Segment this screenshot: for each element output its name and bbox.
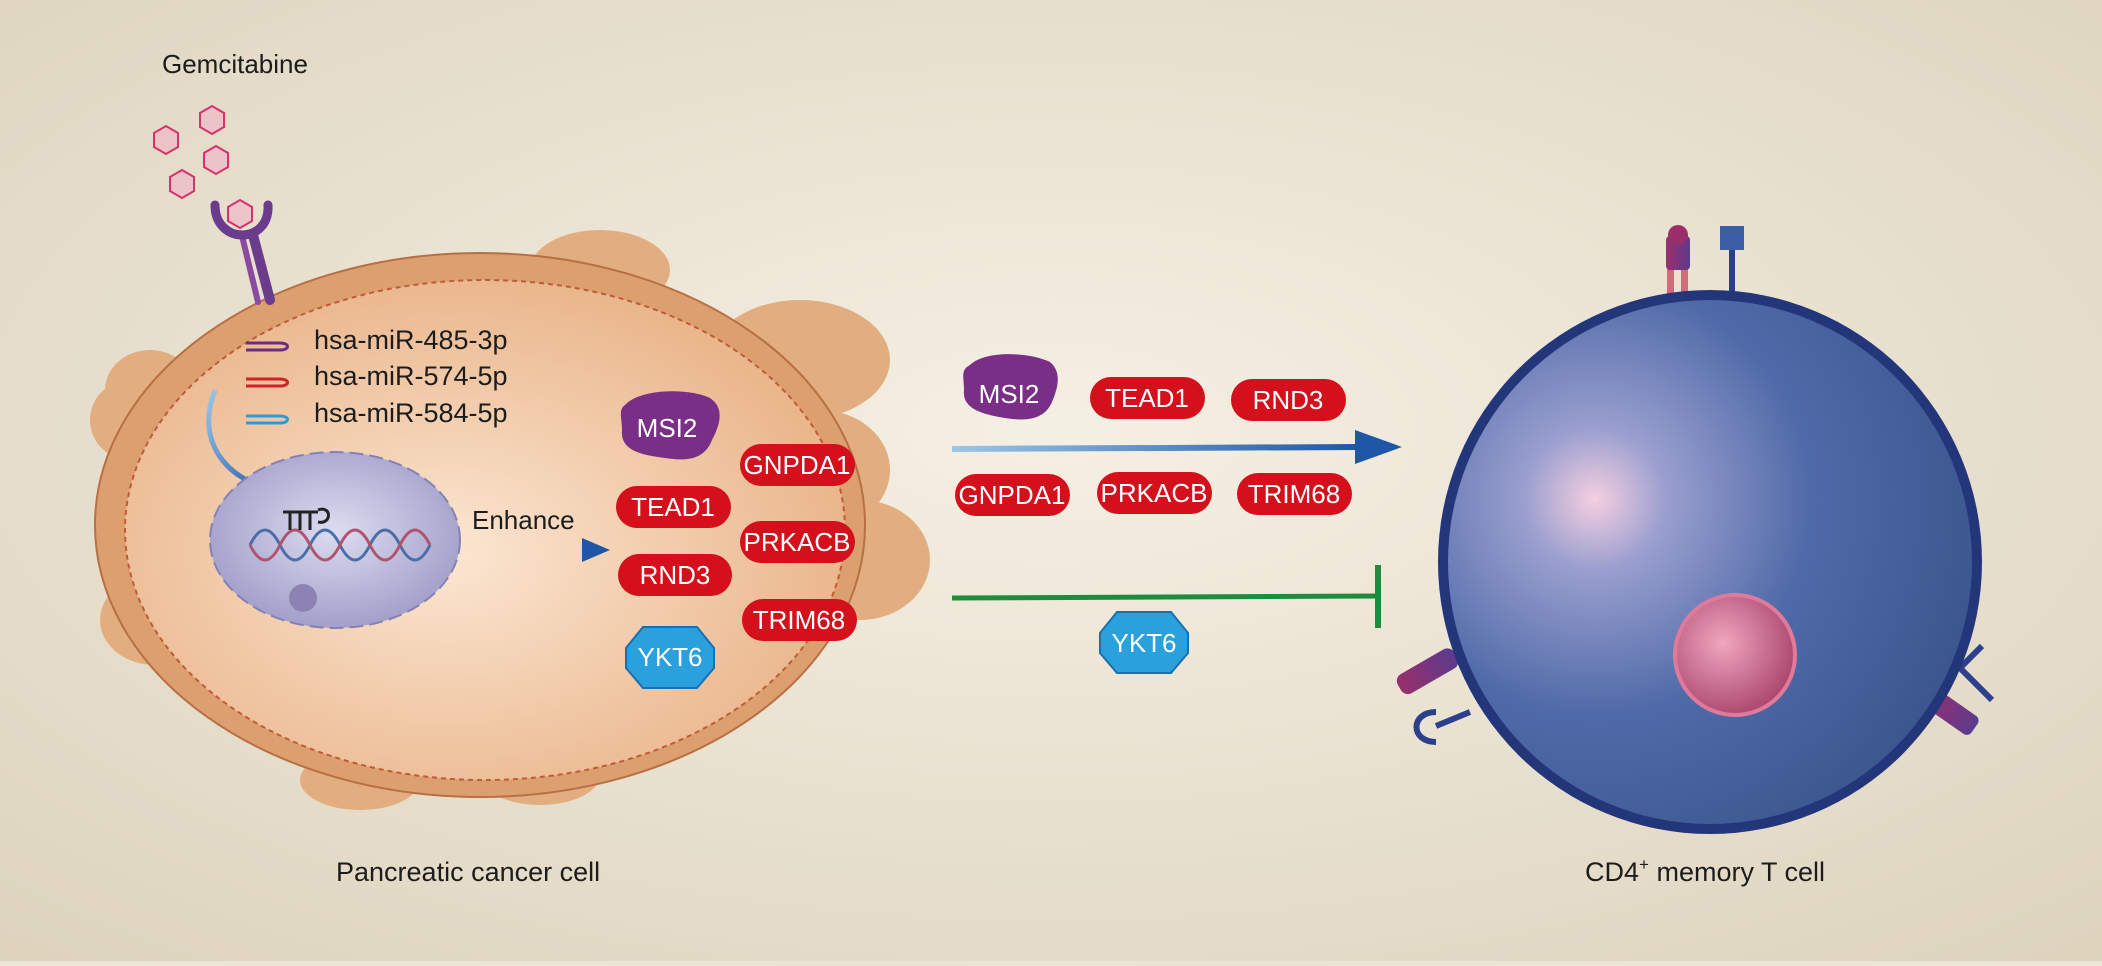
- receptor: [210, 200, 275, 305]
- rnd3-label: RND3: [1253, 385, 1324, 415]
- nucleus: [209, 451, 461, 629]
- secreted-proteins: MSI2 TEAD1 RND3 GNPDA1 PRKACB TRIM68 YKT…: [955, 354, 1352, 674]
- gnpda1-protein: [955, 474, 1070, 516]
- rnd3-protein: [618, 554, 732, 596]
- tead1-label: TEAD1: [631, 492, 715, 522]
- cd4-memory-t-cell: [1396, 225, 1995, 834]
- t-cell-caption-superscript: +: [1639, 855, 1649, 874]
- t-cell-cytoplasm: [1448, 300, 1972, 824]
- gnpda1-label: GNPDA1: [744, 450, 851, 480]
- dna-helix-icon: [248, 528, 432, 562]
- activation-arrow: [951, 444, 1361, 452]
- ykt6-label: YKT6: [1111, 628, 1176, 658]
- mirna-hairpin-icon: [246, 341, 289, 352]
- mirna-hairpin-icon: [246, 414, 289, 425]
- mirna-label: hsa-miR-485-3p: [314, 325, 508, 355]
- t-cell-nucleus: [1673, 593, 1797, 717]
- mirna-item: hsa-miR-584-5p: [246, 398, 508, 428]
- gemcitabine-icon: [153, 124, 179, 156]
- trim68-protein: [742, 599, 857, 641]
- mirna-bound-icon: [283, 507, 330, 530]
- msi2-protein: [620, 391, 720, 460]
- msi2-label: MSI2: [979, 379, 1040, 409]
- t-cell-caption: CD4+ memory T cell: [1585, 855, 1825, 887]
- msi2-label: MSI2: [637, 413, 698, 443]
- rnd3-label: RND3: [640, 560, 711, 590]
- gemcitabine-icon: [169, 168, 195, 200]
- t-cell-receptor-top: [1666, 225, 1744, 310]
- t-cell-receptor-left: [1396, 648, 1472, 745]
- ykt6-protein: [625, 626, 715, 689]
- mirna-hairpin-icon: [246, 377, 289, 388]
- intracellular-proteins: MSI2 TEAD1 RND3 GNPDA1 PRKACB TRIM68 YKT…: [616, 391, 857, 689]
- msi2-protein: [963, 354, 1058, 420]
- mirna-list: hsa-miR-485-3p hsa-miR-574-5p hsa-miR-58…: [246, 325, 508, 428]
- gemcitabine-icon: [227, 198, 253, 230]
- gemcitabine-label: Gemcitabine: [162, 49, 308, 79]
- mirna-label: hsa-miR-574-5p: [314, 361, 508, 391]
- cancer-cell-caption: Pancreatic cancer cell: [336, 857, 600, 887]
- prkacb-label: PRKACB: [1101, 478, 1208, 508]
- arrowhead-icon: [582, 538, 610, 562]
- rnd3-protein: [1231, 379, 1346, 421]
- gemcitabine-icon: [203, 144, 229, 176]
- trim68-label: TRIM68: [753, 605, 845, 635]
- gemcitabine-icon: [199, 104, 225, 136]
- t-cell-caption-suffix: memory T cell: [1649, 857, 1825, 887]
- ykt6-protein: [1099, 611, 1189, 674]
- gnpda1-protein: [740, 444, 855, 486]
- tead1-protein: [616, 486, 731, 528]
- mirna-item: hsa-miR-485-3p: [246, 325, 508, 355]
- tead1-protein: [1090, 377, 1205, 419]
- enhance-label: Enhance: [472, 505, 575, 535]
- prkacb-protein: [1097, 472, 1212, 514]
- mirna-label: hsa-miR-584-5p: [314, 398, 508, 428]
- prkacb-label: PRKACB: [744, 527, 851, 557]
- ykt6-label: YKT6: [637, 642, 702, 672]
- gnpda1-label: GNPDA1: [959, 480, 1066, 510]
- t-cell-caption-prefix: CD4: [1585, 857, 1639, 887]
- mirna-item: hsa-miR-574-5p: [246, 361, 508, 391]
- trim68-protein: [1237, 473, 1352, 515]
- nucleolus: [289, 584, 317, 612]
- inhibition-line: [951, 593, 1379, 601]
- trim68-label: TRIM68: [1248, 479, 1340, 509]
- prkacb-protein: [740, 521, 855, 563]
- tead1-label: TEAD1: [1105, 383, 1189, 413]
- arrowhead-icon: [1355, 430, 1402, 464]
- gemcitabine-molecules: [153, 104, 253, 230]
